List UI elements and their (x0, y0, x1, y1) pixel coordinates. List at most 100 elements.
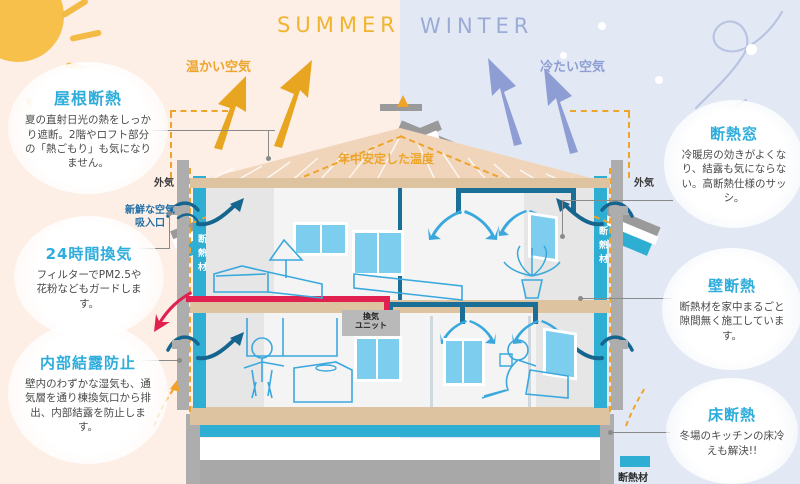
callout-title-floor-insulation: 床断熱 (707, 406, 756, 425)
plant-upper-right (503, 245, 561, 299)
interior-partition-lower-b (528, 316, 531, 407)
intake-arrow-upper-right (556, 198, 604, 227)
callout-title-internal-condensation: 内部結露防止 (39, 353, 136, 372)
callout-title-roof-insulation: 屋根断熱 (53, 89, 122, 109)
floor-cavity-dash-arrow (625, 385, 647, 427)
leader-floor (610, 432, 670, 433)
callout-internal-condensation[interactable]: 内部結露防止 壁内のわずかな湿気も、通気層を通り棟換気口から排出、内部結露を防止… (8, 322, 168, 464)
eave-dash-top-left (170, 110, 228, 112)
ridge-vent-cap (380, 104, 422, 111)
fresh-air-pointer (176, 213, 200, 224)
duct-lower-branch-b (533, 302, 538, 324)
leader-window-drop (562, 200, 563, 236)
wall-insulation-right (594, 176, 607, 408)
fresh-air-intake-line1: 新鮮な空気 (125, 205, 175, 216)
leader-dot-condensation (177, 358, 182, 363)
leader-roof-insulation-drop (268, 130, 269, 158)
window-mullion-3 (376, 338, 378, 380)
window-mullion-4 (462, 340, 464, 384)
callout-body-insulated-window: 冷暖房の効きがよくなり、結露も気にならない。高断熱仕様のサッシ。 (681, 148, 787, 204)
callout-body-internal-condensation: 壁内のわずかな湿気も、通気層を通り棟換気口から排出、内部結露を防止します。 (25, 377, 151, 433)
leader-dot-ventilation (167, 211, 172, 216)
leader-wall (580, 298, 672, 299)
callout-insulated-window[interactable]: 断熱窓 冷暖房の効きがよくなり、結露も気にならない。高断熱仕様のサッシ。 (664, 100, 800, 228)
callout-title-insulated-window: 断熱窓 (709, 124, 758, 143)
duct-upper-horizontal (456, 188, 576, 193)
cold-air-label: 冷たい空気 (540, 60, 606, 75)
insulation-label-left: 断熱材 (196, 234, 206, 276)
outside-air-label-right: 外気 (634, 178, 654, 189)
ridge-exhaust-arrow (397, 95, 409, 107)
outside-intake-curve-upper-right (600, 201, 634, 218)
vent-unit-cabinet (246, 318, 338, 357)
outside-intake-curve-lower-left (166, 335, 200, 352)
fresh-air-intake-line2: 吸入口 (135, 217, 165, 229)
callout-body-floor-insulation: 冬場のキッチンの床冷えも解決!! (679, 430, 785, 457)
table-upper (353, 273, 463, 301)
window-lower-right (443, 338, 485, 386)
crawl-space (200, 438, 600, 460)
eave-dash-left (170, 112, 172, 178)
eave-dash-right (628, 112, 630, 178)
air-cavity-dash-left (189, 168, 191, 412)
legend-label: 断熱材 (618, 473, 648, 484)
foundation-wall-left (186, 414, 200, 484)
window-mullion-1 (320, 224, 322, 254)
floor-lamp-upper (268, 238, 304, 278)
callout-title-ventilation-24h: 24時間換気 (45, 244, 133, 263)
insulation-label-right: 断熱材 (597, 226, 607, 268)
ventilation-unit-box: 換気 ユニット (342, 310, 400, 336)
outside-intake-curve-lower-right (600, 335, 634, 352)
season-label-summer: SUMMER (277, 13, 400, 37)
window-lower-center (354, 336, 402, 382)
callout-wall-insulation[interactable]: 壁断熱 断熱材を家中まるごと隙間無く施工しています。 (662, 248, 800, 370)
wall-insulation-left (193, 176, 206, 408)
exhaust-duct-line (186, 296, 390, 302)
warm-air-arrow-left (214, 76, 246, 150)
exhaust-outlet-arrow (154, 291, 192, 332)
leader-roof-insulation (150, 130, 275, 131)
duct-upper-vertical (456, 188, 461, 214)
cold-air-arrow-left (488, 58, 522, 146)
vent-unit-label-line2: ユニット (355, 321, 387, 331)
cold-air-arrow-right (544, 68, 578, 154)
warm-air-arrow-right (274, 60, 312, 148)
person-sitting (481, 339, 569, 399)
vent-unit-label-line1: 換気 (363, 312, 379, 321)
ground-floor-slab (190, 406, 610, 425)
intake-vent-louver-upper-left (172, 206, 190, 215)
callout-body-ventilation-24h: フィルターでPM2.5や花粉などもガードします。 (36, 268, 142, 310)
leader-dot-roof (266, 156, 271, 161)
intake-vent-louver-lower-right (610, 340, 628, 349)
warm-air-label: 温かい空気 (186, 60, 252, 75)
stable-temp-label: 年中安定した温度 (338, 152, 435, 166)
callout-ventilation-24h[interactable]: 24時間換気 フィルターでPM2.5や花粉などもガードします。 (14, 216, 164, 338)
intake-arrow-upper-left (196, 198, 244, 227)
attic-floor-slab (190, 178, 610, 188)
window-mullion-2 (377, 232, 379, 274)
person-cooking (243, 337, 285, 399)
intake-vent-louver-upper-right (610, 206, 628, 215)
supply-diffuser-upper (428, 210, 498, 240)
eave-dash-top-right (570, 110, 630, 112)
legend-swatch (620, 456, 650, 467)
intake-vent-louver-lower-left (172, 340, 190, 349)
callout-floor-insulation[interactable]: 床断熱 冬場のキッチンの床冷えも解決!! (666, 378, 798, 484)
kitchen-counter (293, 361, 353, 403)
callout-title-wall-insulation: 壁断熱 (707, 276, 756, 295)
season-label-winter: WINTER (420, 14, 534, 38)
callout-body-wall-insulation: 断熱材を家中まるごと隙間無く施工しています。 (679, 300, 785, 342)
leader-dot-floor (608, 430, 613, 435)
interior-partition-lower-a (430, 316, 433, 407)
callout-roof-insulation[interactable]: 屋根断熱 夏の直射日光の熱をしっかり遮断。2階やロフト部分の「熱ごもり」も気にな… (8, 62, 168, 194)
fresh-air-intake-label: 新鮮な空気 吸入口 (120, 205, 180, 230)
duct-lower-branch-a (460, 302, 465, 324)
supply-diffuser-lower-a (440, 320, 496, 344)
leader-dot-wall (578, 296, 583, 301)
sofa-upper-left (213, 265, 323, 299)
leader-ventilation-up (169, 214, 170, 249)
leader-window (563, 200, 673, 201)
air-cavity-dash-right (609, 168, 611, 412)
callout-body-roof-insulation: 夏の直射日光の熱をしっかり遮断。2階やロフト部分の「熱ごもり」も気になりません。 (25, 114, 151, 170)
